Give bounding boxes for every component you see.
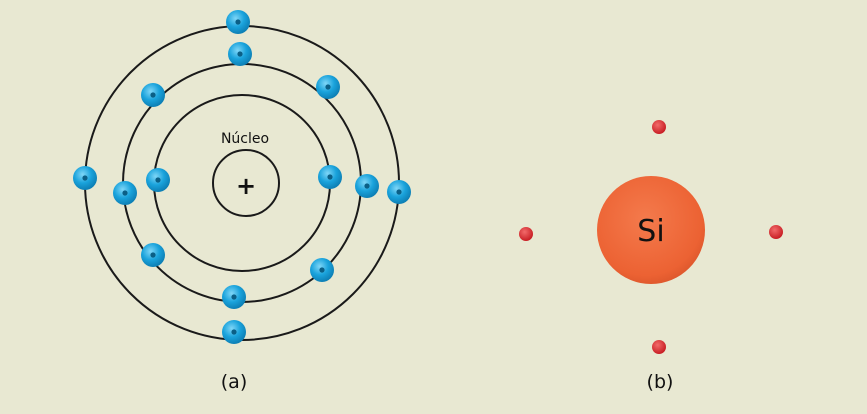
silicon-core <box>597 176 705 284</box>
electron-center-dot <box>364 183 370 189</box>
electron <box>113 181 137 205</box>
caption-b: (b) <box>647 371 674 393</box>
electron <box>310 258 334 282</box>
electron-center-dot <box>319 267 325 273</box>
valence-electron <box>652 340 666 354</box>
electron-center-dot <box>122 190 128 196</box>
valence-electrons <box>519 120 783 354</box>
caption-a: (a) <box>221 371 247 393</box>
electron <box>226 10 250 34</box>
electron <box>318 165 342 189</box>
silicon-symbol: Si <box>637 214 664 249</box>
electron <box>141 83 165 107</box>
electron-center-dot <box>150 252 156 258</box>
electron-center-dot <box>325 84 331 90</box>
electron <box>222 285 246 309</box>
electron <box>146 168 170 192</box>
nucleus-plus-sign: + <box>236 172 256 200</box>
electrons <box>73 10 411 344</box>
valence-electron <box>519 227 533 241</box>
valence-electron <box>769 225 783 239</box>
electron <box>316 75 340 99</box>
electron <box>73 166 97 190</box>
nucleus <box>212 149 280 217</box>
valence-electron <box>652 120 666 134</box>
electron <box>387 180 411 204</box>
electron-center-dot <box>327 174 333 180</box>
electron-center-dot <box>155 177 161 183</box>
silicon-atom-diagram: Si (b) <box>519 120 783 393</box>
electron-center-dot <box>82 175 88 181</box>
electron-center-dot <box>237 51 243 57</box>
bohr-model-diagram: + Núcleo (a) <box>73 10 411 393</box>
electron <box>222 320 246 344</box>
electron-center-dot <box>231 294 237 300</box>
electron-center-dot <box>231 329 237 335</box>
electron-center-dot <box>150 92 156 98</box>
electron-center-dot <box>396 189 402 195</box>
nucleus-label: Núcleo <box>221 131 269 147</box>
electron <box>355 174 379 198</box>
electron-center-dot <box>235 19 241 25</box>
electron <box>141 243 165 267</box>
electron <box>228 42 252 66</box>
